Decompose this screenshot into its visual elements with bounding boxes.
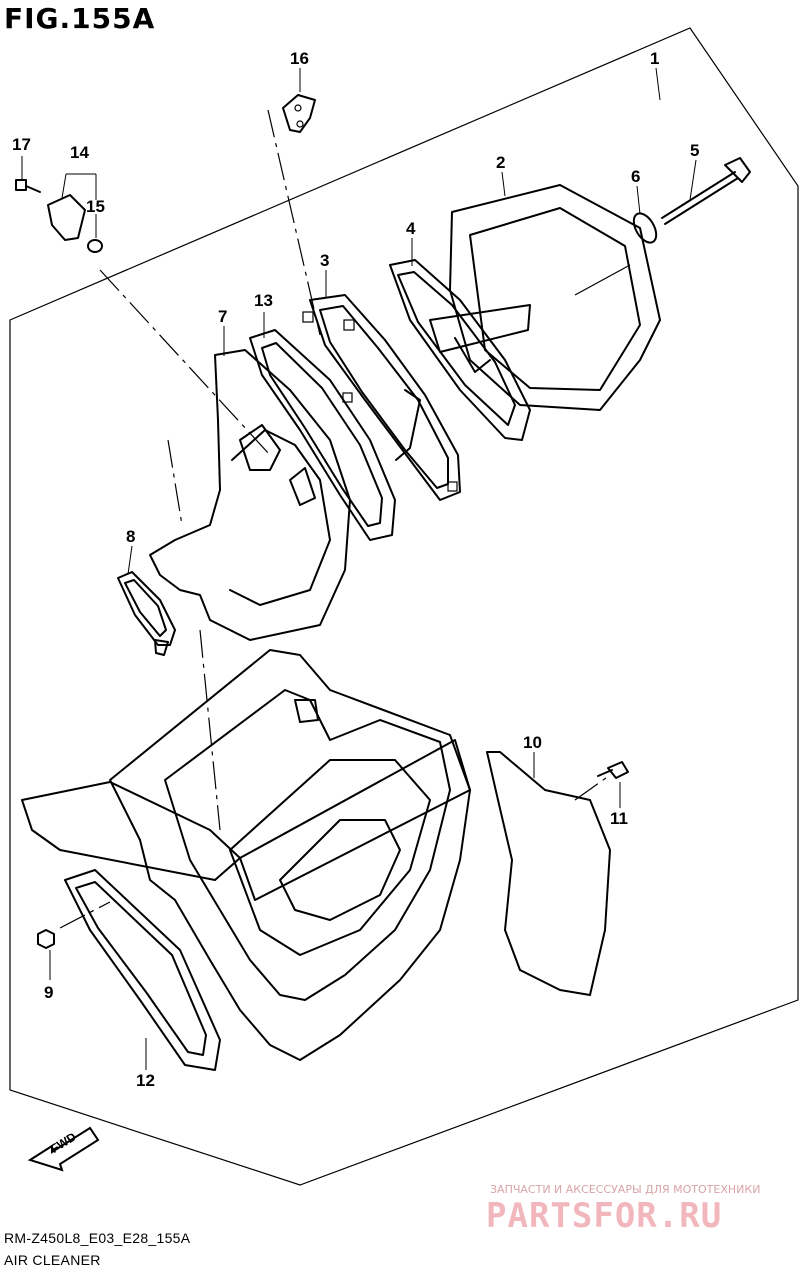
part-17-screw <box>15 179 41 193</box>
part-3-element-cage <box>302 294 461 501</box>
watermark-tagline: ЗАПЧАСТИ И АКСЕССУАРЫ ДЛЯ МОТОТЕХНИКИ <box>490 1183 761 1196</box>
part-14-sensor <box>47 194 86 241</box>
callout-17: 17 <box>12 135 31 154</box>
part-15-o-ring <box>87 239 103 253</box>
callout-2: 2 <box>496 153 505 172</box>
callout-6: 6 <box>631 167 640 186</box>
callout-3: 3 <box>320 251 329 270</box>
callout-13: 13 <box>254 291 273 310</box>
part-2-element-cover <box>449 184 661 411</box>
fwd-arrow-icon <box>27 1126 100 1172</box>
part-5-wing-bolt <box>661 157 751 225</box>
watermark-logo: PARTSFOR.RU <box>486 1196 723 1236</box>
part-4-filter-element <box>389 259 531 441</box>
part-10-side-cover <box>486 751 611 996</box>
callout-9: 9 <box>44 983 53 1002</box>
part-16-bracket <box>282 94 316 133</box>
callout-7: 7 <box>218 307 227 326</box>
callout-14: 14 <box>70 143 89 162</box>
callout-1: 1 <box>650 49 659 68</box>
section-name: AIR CLEANER <box>4 1252 101 1268</box>
callout-8: 8 <box>126 527 135 546</box>
part-7-outlet-tube <box>149 349 351 641</box>
callout-4: 4 <box>406 219 416 238</box>
part-12-gasket <box>64 869 221 1071</box>
part-11-screw <box>597 761 629 779</box>
callout-16: 16 <box>290 49 309 68</box>
callout-10: 10 <box>523 733 542 752</box>
callout-12: 12 <box>136 1071 155 1090</box>
part-8-clamp <box>117 571 176 656</box>
air-box-housing <box>21 649 471 1061</box>
callout-15: 15 <box>86 197 105 216</box>
part-6-washer <box>632 212 658 244</box>
diagram-code: RM-Z450L8_E03_E28_155A <box>4 1230 191 1246</box>
leader-lines <box>21 67 697 1070</box>
callout-11: 11 <box>610 809 628 828</box>
callout-5: 5 <box>690 141 699 160</box>
part-13-gasket <box>249 329 396 541</box>
center-lines <box>59 109 607 929</box>
assembly-frame <box>9 27 799 1186</box>
figure-title: FIG.155A <box>4 2 156 35</box>
part-9-nut <box>37 929 55 949</box>
